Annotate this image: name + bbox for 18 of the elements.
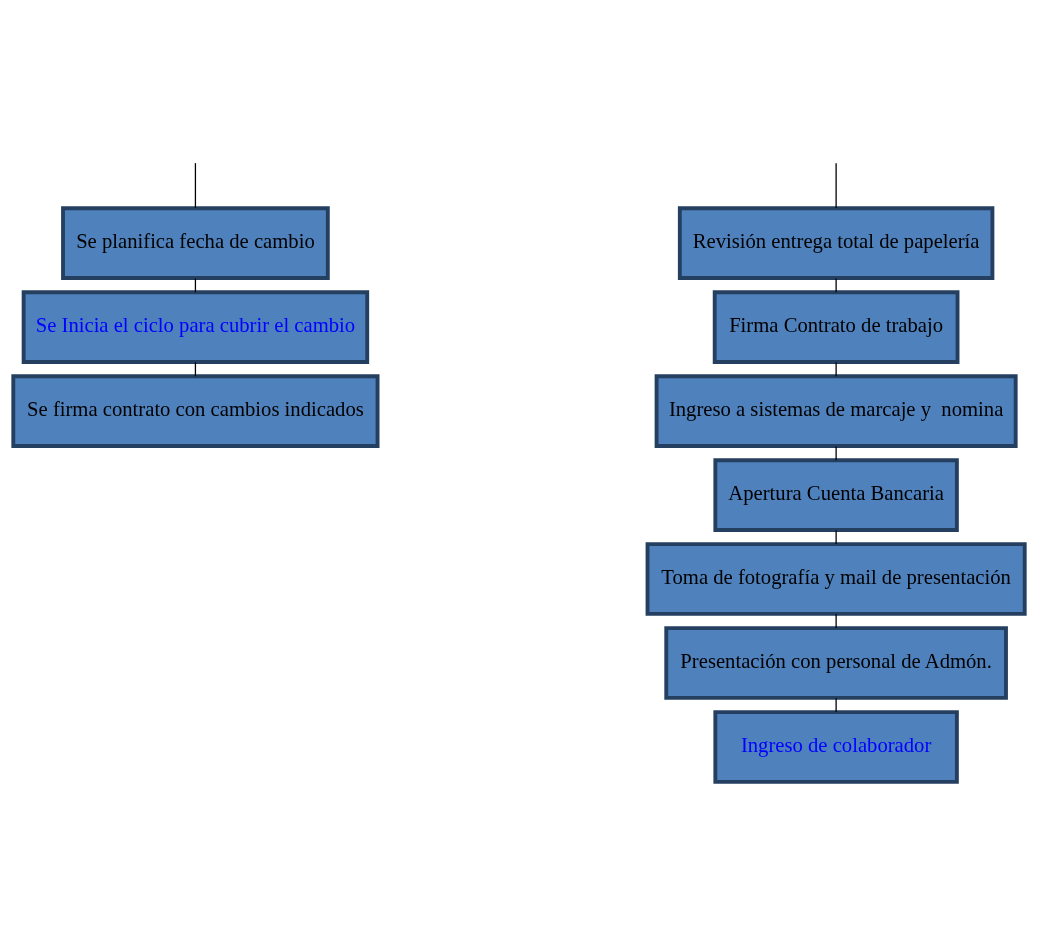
node-box: Se planifica fecha de cambio <box>61 206 330 280</box>
node-box: Revisión entrega total de papelería <box>677 206 995 280</box>
connector <box>835 697 837 713</box>
connector <box>835 361 837 377</box>
connector <box>835 445 837 461</box>
node-box: Se Inicia el ciclo para cubrir el cambio <box>21 290 370 364</box>
node-box: Ingreso de colaborador <box>713 710 959 784</box>
node-box: Firma Contrato de trabajo <box>712 290 960 364</box>
connector <box>835 613 837 629</box>
node-box: Toma de fotografía y mail de presentación <box>645 542 1027 616</box>
node-box: Se firma contrato con cambios indicados <box>11 374 380 448</box>
connector <box>194 162 197 209</box>
node-box: Apertura Cuenta Bancaria <box>713 458 959 532</box>
connector <box>835 277 837 293</box>
connector <box>835 529 837 545</box>
node-box: Ingreso a sistemas de marcaje y nomina <box>654 374 1018 448</box>
connector <box>835 162 837 209</box>
node-box: Presentación con personal de Admón. <box>664 626 1008 700</box>
